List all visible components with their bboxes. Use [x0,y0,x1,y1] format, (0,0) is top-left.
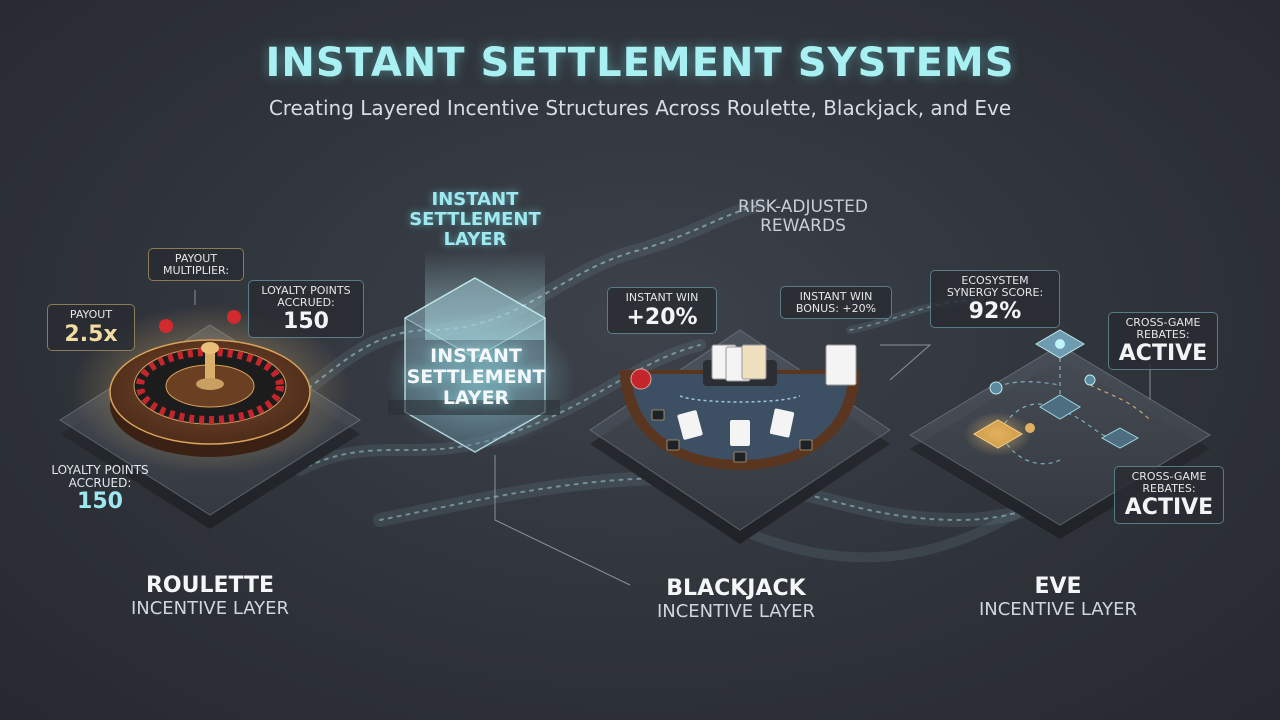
rebates-value: ACTIVE [1118,341,1208,367]
loyalty-lower-label: LOYALTY POINTS ACCRUED: [51,463,149,491]
roulette-loyalty-lower: LOYALTY POINTS ACCRUED: 150 [42,463,158,515]
loyalty-label: LOYALTY POINTS ACCRUED: [261,284,351,309]
roulette-loyalty-callout: LOYALTY POINTS ACCRUED: 150 [248,280,364,339]
blackjack-bonus-callout: INSTANT WIN BONUS: +20% [780,286,892,320]
eve-caption-title: EVE [1034,574,1082,599]
payout-label: PAYOUT [69,308,113,321]
synergy-label: ECOSYSTEM SYNERGY SCORE: [946,274,1044,299]
payout-value: 2.5x [64,321,118,347]
settlement-top-label: INSTANT SETTLEMENT LAYER [409,189,541,250]
eve-caption-sub: INCENTIVE LAYER [978,599,1138,620]
risk-adjusted-label: RISK-ADJUSTED REWARDS [738,197,868,236]
instant-win-label: INSTANT WIN [625,291,699,304]
rebates-lower-label: CROSS-GAME REBATES: [1131,470,1207,495]
playing-cards [651,344,857,463]
roulette-ball-icon [227,310,241,324]
eve-nodes [964,329,1140,456]
rebates-lower-value: ACTIVE [1124,495,1214,521]
roulette-payout-callout: PAYOUT 2.5x [47,304,135,351]
loyalty-value: 150 [283,309,329,335]
instant-win-bonus-label: INSTANT WIN BONUS: +20% [795,290,877,315]
roulette-caption-sub: INCENTIVE LAYER [130,598,290,619]
synergy-value: 92% [968,299,1022,325]
leader-lines [194,290,1151,586]
settlement-cube-label: INSTANT SETTLEMENT LAYER [406,345,546,409]
loyalty-lower-value: 150 [77,489,123,515]
blackjack-win-callout: INSTANT WIN +20% [607,287,717,334]
rebates-label: CROSS-GAME REBATES: [1125,316,1201,341]
roulette-ball-icon [159,319,173,333]
eve-synergy-callout: ECOSYSTEM SYNERGY SCORE: 92% [930,270,1060,329]
eve-rebates-callout: CROSS-GAME REBATES: ACTIVE [1108,312,1218,371]
multiplier-label: PAYOUT MULTIPLIER: [162,252,230,277]
roulette-wheel [109,339,311,457]
page-title: INSTANT SETTLEMENT SYSTEMS [265,40,1015,86]
roulette-multiplier-callout: PAYOUT MULTIPLIER: [148,248,244,282]
instant-win-value: +20% [626,304,698,330]
roulette-caption-title: ROULETTE [145,573,275,598]
blackjack-caption-sub: INCENTIVE LAYER [656,601,816,622]
blackjack-caption-title: BLACKJACK [666,576,806,601]
eve-rebates-lower-callout: CROSS-GAME REBATES: ACTIVE [1114,466,1224,525]
settlement-cube [385,250,575,453]
page-subtitle: Creating Layered Incentive Structures Ac… [268,96,1012,120]
